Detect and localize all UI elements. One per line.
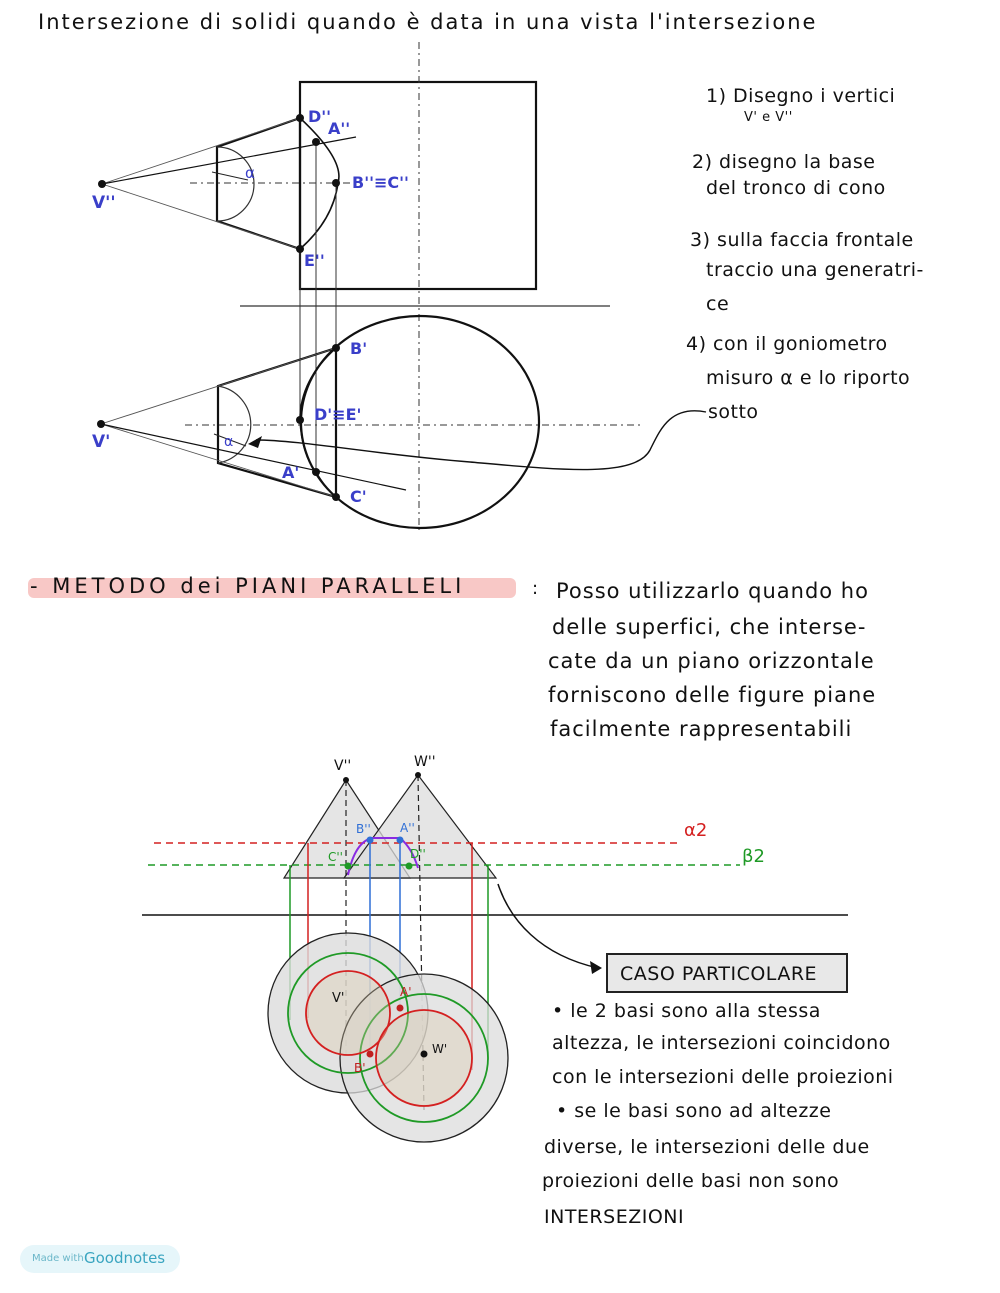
caso-b2-line-4: INTERSEZIONI <box>544 1206 685 1228</box>
label-v1-b: V' <box>332 991 344 1006</box>
label-b2-b: B'' <box>356 822 371 836</box>
point-b1-b <box>366 1050 374 1058</box>
point-a2 <box>312 138 320 146</box>
point-a1-b <box>396 1004 404 1012</box>
point-a2-b <box>396 836 404 844</box>
point-w1-b <box>420 1050 428 1058</box>
method-heading: - METODO dei PIANI PARALLELI <box>30 574 466 598</box>
point-c2-b <box>344 862 352 870</box>
caso-b2-line-1: • se le basi sono ad altezze <box>556 1100 832 1122</box>
section-red-w <box>375 1009 473 1107</box>
ray-v1-b1 <box>100 347 337 425</box>
made-with-label: Made with <box>32 1253 84 1264</box>
cone-w-base-top-view <box>339 973 509 1143</box>
label-d2: D'' <box>308 107 331 126</box>
point-d2-b <box>405 862 413 870</box>
section-green-w <box>359 993 489 1123</box>
alpha-arrow-top <box>211 171 249 181</box>
caso-arrow <box>497 883 599 969</box>
method-colon: : <box>532 578 539 599</box>
point-b2-b <box>366 836 374 844</box>
label-alpha-top: α <box>245 164 255 182</box>
method-line-5: facilmente rappresentabili <box>550 717 853 741</box>
point-de1 <box>296 416 304 424</box>
point-w2-b <box>415 772 421 778</box>
label-b1: B' <box>350 339 367 358</box>
label-c1: C' <box>350 487 367 506</box>
pointer-curve <box>255 410 707 471</box>
figure-cone-cylinder: V'' D'' A'' B''≡C'' E'' α V' B' D'≡E' A'… <box>92 42 707 530</box>
label-beta2: β2 <box>742 846 765 867</box>
point-v2 <box>98 180 106 188</box>
step-3-line-1: 3) sulla faccia frontale <box>690 229 914 251</box>
label-alpha2: α2 <box>684 820 707 841</box>
step-1-line-1: 1) Disegno i vertici <box>706 85 896 107</box>
pointer-arrowhead <box>248 436 262 448</box>
label-c2-b: C'' <box>328 850 343 864</box>
step-3-line-3: ce <box>706 293 730 315</box>
caso-particolare-label: CASO PARTICOLARE <box>620 963 818 985</box>
step-3-line-2: traccio una generatri- <box>706 259 924 281</box>
label-alpha-bottom: α <box>224 434 233 450</box>
method-line-4: forniscono delle figure piane <box>548 683 877 707</box>
section-red-v <box>305 970 391 1056</box>
caso-arrowhead <box>590 961 602 974</box>
label-e2: E'' <box>304 251 325 270</box>
step-4-line-1: 4) con il goniometro <box>686 333 888 355</box>
label-d2-b: D'' <box>410 847 426 861</box>
frustum-base-arc-bottom <box>217 385 252 464</box>
alpha-arrow-bottom <box>213 433 247 447</box>
label-a1-b: A' <box>400 985 412 999</box>
step-4-line-3: sotto <box>708 401 759 423</box>
method-line-1: Posso utilizzarlo quando ho <box>556 579 869 603</box>
generatrix-bottom <box>100 423 407 491</box>
ray-v2-d2 <box>101 117 301 185</box>
caso-b1-line-2: altezza, le intersezioni coincidono <box>552 1032 891 1054</box>
label-a2-b: A'' <box>400 821 415 835</box>
label-v1: V' <box>92 432 110 452</box>
step-1-line-2: V' e V'' <box>744 110 793 125</box>
axis-w <box>417 774 425 1111</box>
label-w1-b: W' <box>432 1042 447 1056</box>
caso-b2-line-2: diverse, le intersezioni delle due <box>544 1136 870 1158</box>
point-d2 <box>296 114 304 122</box>
point-e2 <box>296 245 304 253</box>
goodnotes-brand: Goodnotes <box>84 1249 166 1267</box>
point-a1 <box>312 468 320 476</box>
step-2-line-2: del tronco di cono <box>706 177 886 199</box>
label-v2: V'' <box>92 193 116 213</box>
point-bc2 <box>332 179 340 187</box>
label-a1: A' <box>282 463 299 482</box>
point-v1 <box>97 420 105 428</box>
step-4-line-2: misuro α e lo riporto <box>706 367 911 389</box>
label-b1-b: B' <box>354 1061 366 1075</box>
caso-b1-line-1: • le 2 basi sono alla stessa <box>552 1000 821 1022</box>
goodnotes-badge: Made with Goodnotes <box>20 1245 180 1273</box>
caso-particolare-box: CASO PARTICOLARE <box>606 953 848 993</box>
method-line-2: delle superfici, che interse- <box>552 615 867 639</box>
caso-b1-line-3: con le intersezioni delle proiezioni <box>552 1066 894 1088</box>
label-bc2: B''≡C'' <box>352 173 409 192</box>
step-2-line-1: 2) disegno la base <box>692 151 876 173</box>
label-w2-b: W'' <box>414 754 436 770</box>
label-de1: D'≡E' <box>314 405 361 424</box>
label-a2: A'' <box>328 119 350 138</box>
point-v2-b <box>343 777 349 783</box>
heading-highlight <box>28 578 516 598</box>
page-title: Intersezione di solidi quando è data in … <box>38 10 818 34</box>
intersection-arc <box>347 837 419 876</box>
point-b1 <box>332 344 340 352</box>
method-line-3: cate da un piano orizzontale <box>548 649 875 673</box>
point-c1 <box>332 493 340 501</box>
ray-v2-e2 <box>101 183 301 250</box>
ray-v1-c1 <box>100 423 337 498</box>
label-v2-b: V'' <box>334 758 351 774</box>
caso-b2-line-3: proiezioni delle basi non sono <box>542 1170 840 1192</box>
frustum-base-arc <box>216 146 255 222</box>
